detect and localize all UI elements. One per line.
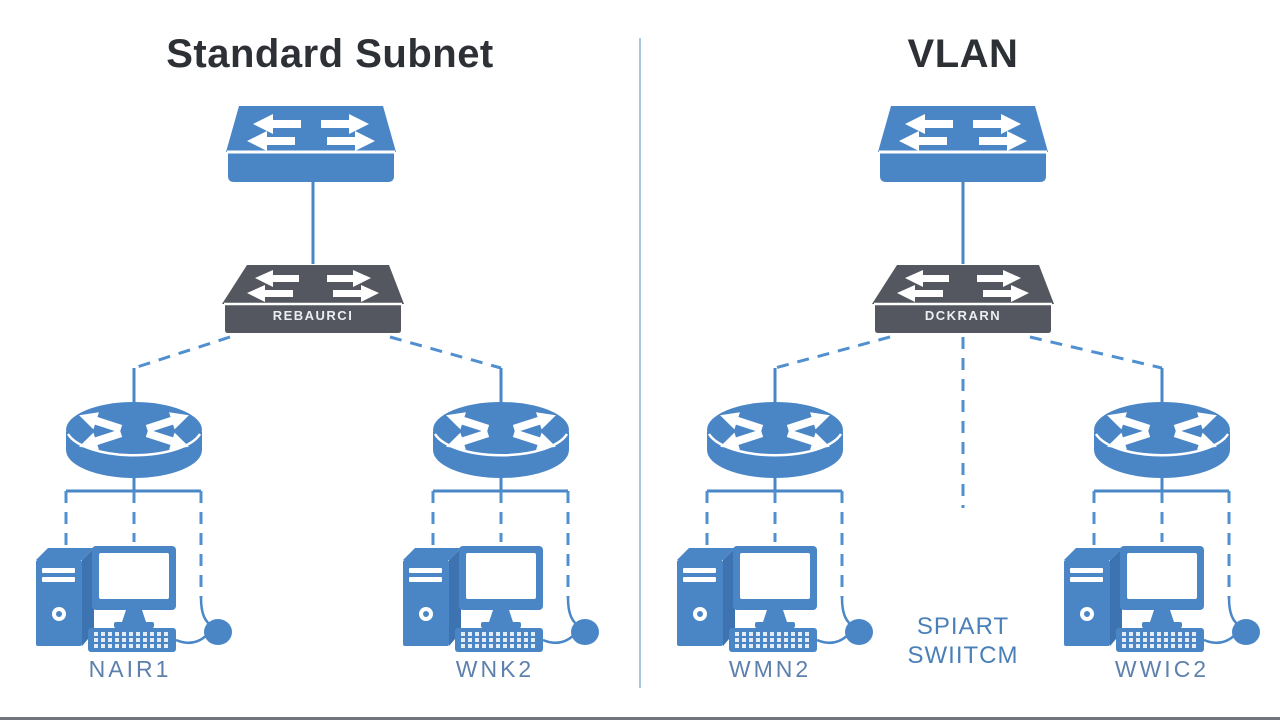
core-switch-icon-right (877, 104, 1049, 184)
left-panel-title: Standard Subnet (166, 32, 494, 76)
smart-switch-annotation: SPIART SWIITCM (863, 612, 1063, 670)
bottom-edge-line (0, 717, 1280, 720)
router-icon-right-1 (705, 400, 845, 480)
router-switch-label-left: REBAURCI (272, 308, 354, 323)
workgroup-label-left-1: NAIR1 (88, 656, 172, 682)
workgroup-label-left-2: WNK2 (455, 656, 535, 682)
computer-icon-left-2 (401, 544, 601, 654)
computer-icon-right-1 (675, 544, 875, 654)
right-connections (705, 182, 1242, 629)
computer-icon-right-2 (1062, 544, 1262, 654)
smart-switch-annotation-line2: SWIITCM (907, 642, 1019, 669)
router-icon-right-2 (1092, 400, 1232, 480)
core-switch-icon-left (225, 104, 397, 184)
smart-switch-annotation-line1: SPIART (916, 613, 1010, 640)
router-icon-left-2 (431, 400, 571, 480)
computer-icon-left-1 (34, 544, 234, 654)
workgroup-label-right-1: WMN2 (728, 656, 812, 682)
router-switch-label-right: DCKRARN (924, 308, 1002, 323)
router-icon-left-1 (64, 400, 204, 480)
workgroup-label-right-2: WWIC2 (1114, 656, 1210, 682)
right-panel-title: VLAN (907, 32, 1019, 76)
